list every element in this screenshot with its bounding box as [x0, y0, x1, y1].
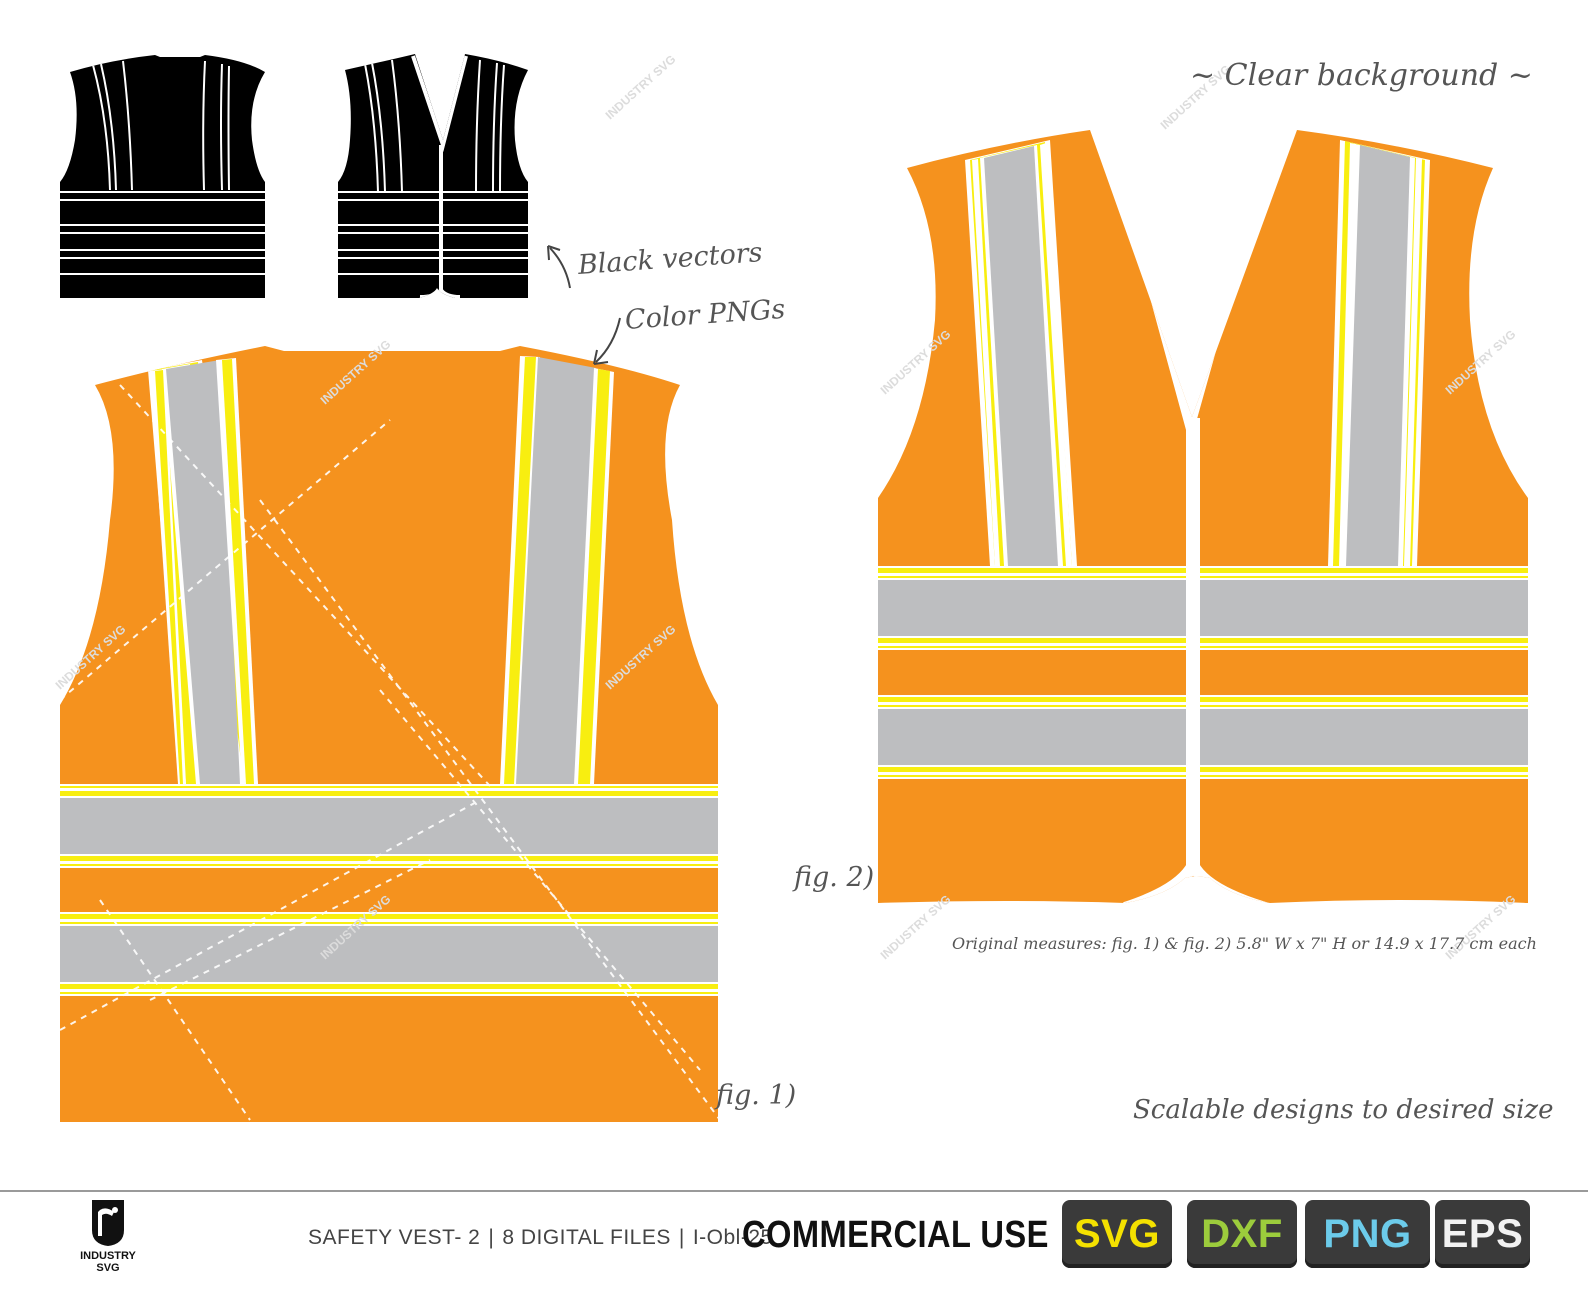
format-badge-label: SVG [1074, 1212, 1160, 1256]
license-label: COMMERCIAL USE [742, 1214, 1049, 1256]
product-name: SAFETY VEST- 2 [308, 1226, 481, 1249]
brand-block: INDUSTRY SVG [68, 1200, 148, 1274]
product-code: I-Obl-25 [692, 1226, 773, 1249]
measures-note: Original measures: fig. 1) & fig. 2) 5.8… [952, 934, 1537, 953]
format-badge-label: PNG [1323, 1212, 1412, 1256]
format-badge-label: EPS [1441, 1212, 1524, 1256]
watermark-text: INDUSTRY SVG [603, 52, 679, 122]
scalable-note: Scalable designs to desired size [1133, 1095, 1554, 1125]
fig2-label: fig. 2) [794, 862, 875, 893]
fig1-label: fig. 1) [716, 1080, 797, 1111]
arrow-up-left-icon [547, 245, 571, 289]
brand-name: INDUSTRY SVG [80, 1250, 136, 1274]
black-vector-back-vest [60, 55, 265, 298]
fig2-color-vest-front [878, 130, 1528, 903]
format-badge-dxf: DXF [1187, 1200, 1297, 1268]
format-badge-eps: EPS [1435, 1200, 1530, 1268]
arrow-down-left-icon [593, 317, 621, 365]
industry-svg-logo-icon [92, 1200, 124, 1246]
file-count: 8 DIGITAL FILES [502, 1226, 671, 1249]
clear-background-label: ~ Clear background ~ [1190, 58, 1533, 93]
fig1-color-vest-back [60, 346, 718, 1122]
footer-divider [0, 1190, 1588, 1192]
format-badge-png: PNG [1305, 1200, 1430, 1268]
format-badge-label: DXF [1201, 1212, 1283, 1256]
black-vector-front-vest [338, 54, 528, 298]
format-badge-svg: SVG [1062, 1200, 1172, 1268]
product-info: SAFETY VEST- 2|8 DIGITAL FILES|I-Obl-25 [308, 1226, 773, 1249]
